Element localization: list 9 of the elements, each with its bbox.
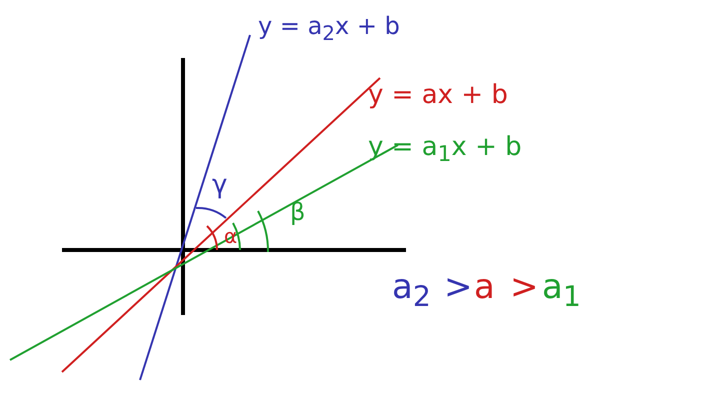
equation-label: y = ax + b <box>368 82 508 108</box>
inequality-sign: > <box>444 270 472 304</box>
equation-label: y = a$_{2}$x + b <box>258 14 400 43</box>
angle-label: γ <box>212 172 228 198</box>
inequality-term: a$_{2}$ <box>392 270 431 312</box>
inequality-sign: > <box>510 270 538 304</box>
inequality-term: a$_{1}$ <box>542 270 581 312</box>
angle-label: β <box>290 200 306 224</box>
inequality-term: a <box>474 270 495 304</box>
